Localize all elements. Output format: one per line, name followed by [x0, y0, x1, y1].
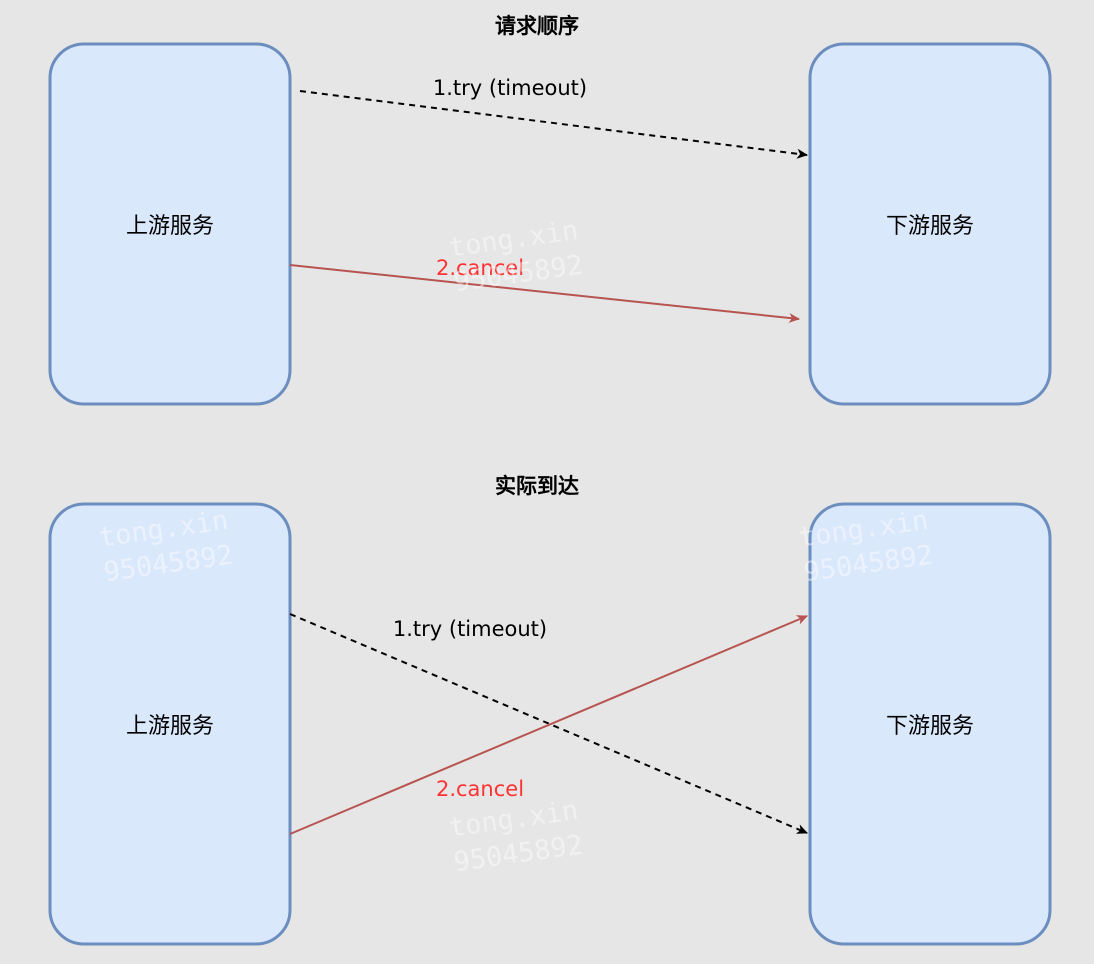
cancel-arrow-label: 2.cancel: [436, 777, 524, 801]
try-arrow-label: 1.try (timeout): [393, 617, 547, 641]
watermark: tong.xin 95045892: [447, 795, 585, 878]
try-arrow: [299, 90, 808, 159]
downstream-service-label: 下游服务: [886, 214, 974, 239]
section-title-request-order: 请求顺序: [495, 14, 579, 38]
upstream-service-box: [48, 502, 292, 946]
section-actual-arrival: 实际到达 上游服务 下游服务 1.try (timeout) 2.cancel: [48, 474, 1052, 946]
section-request-order: 请求顺序 上游服务 下游服务 1.try (timeout) 2.cancel: [48, 14, 1052, 406]
upstream-service-box: [48, 42, 292, 406]
upstream-service-label: 上游服务: [126, 714, 214, 739]
section-title-actual-arrival: 实际到达: [495, 474, 579, 498]
try-arrow-label: 1.try (timeout): [433, 76, 587, 100]
try-arrow: [289, 613, 808, 834]
cancel-arrow-label: 2.cancel: [436, 256, 524, 280]
cancel-arrow: [289, 615, 808, 835]
downstream-service-box: [808, 502, 1052, 946]
downstream-service-box: [808, 42, 1052, 406]
upstream-service-label: 上游服务: [126, 214, 214, 239]
cancel-arrow: [289, 264, 800, 323]
downstream-service-label: 下游服务: [886, 714, 974, 739]
